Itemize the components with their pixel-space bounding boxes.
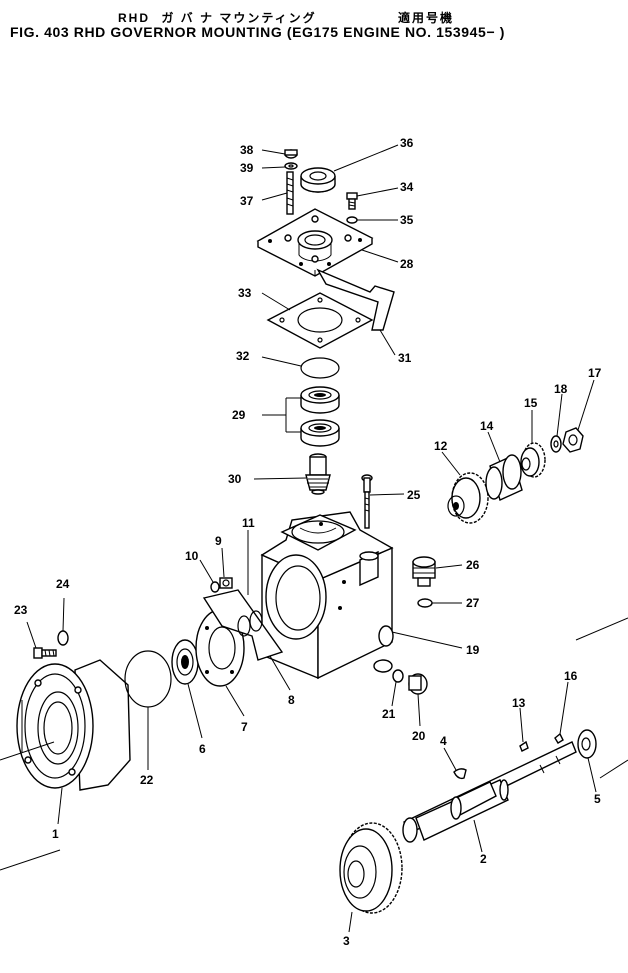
- callout-25: 25: [407, 488, 421, 502]
- callout-9: 9: [215, 534, 222, 548]
- part-3-drive-gear: [339, 822, 403, 914]
- part-16-key: [554, 732, 564, 744]
- part-10-washer: [210, 581, 220, 593]
- callout-1: 1: [52, 827, 59, 841]
- part-9-bolt: [219, 577, 233, 589]
- part-12-bevel-gear: [447, 472, 489, 524]
- part-17-nut: [562, 427, 584, 453]
- callout-24: 24: [56, 577, 70, 591]
- header-kana-title: ガ バ ナ マウンティング: [161, 11, 317, 25]
- part-8-o-rings: [237, 610, 263, 637]
- part-4-key: [453, 768, 467, 780]
- part-11-lock-plate: [202, 589, 284, 661]
- callout-10: 10: [185, 549, 199, 563]
- part-25-pin: [361, 474, 373, 529]
- part-33-gasket: [266, 292, 374, 349]
- part-30-pinion-shaft: [305, 453, 331, 495]
- part-1-flange-housing: [16, 659, 131, 791]
- callout-20: 20: [412, 729, 426, 743]
- callout-4: 4: [440, 734, 447, 748]
- callout-39: 39: [240, 161, 254, 175]
- callout-31: 31: [398, 351, 412, 365]
- part-18-washer: [550, 435, 562, 453]
- part-37-stud: [286, 171, 294, 215]
- part-34-bolt: [346, 192, 358, 210]
- part-29-bearing-lower: [300, 419, 340, 447]
- part-39-washer: [284, 162, 298, 170]
- callout-29: 29: [232, 408, 246, 422]
- callout-3: 3: [343, 934, 350, 948]
- callout-5: 5: [594, 792, 601, 806]
- callout-37: 37: [240, 194, 254, 208]
- figure-title: FIG. 403 RHD GOVERNOR MOUNTING (EG175 EN…: [10, 24, 505, 40]
- header-applicability: 適用号機: [397, 11, 454, 25]
- callout-23: 23: [14, 603, 28, 617]
- callout-34: 34: [400, 180, 414, 194]
- part-38-nut: [284, 149, 298, 159]
- part-24-washer: [57, 630, 69, 646]
- callout-36: 36: [400, 136, 414, 150]
- part-5-nut: [577, 729, 597, 759]
- callout-38: 38: [240, 143, 254, 157]
- callout-18: 18: [554, 382, 568, 396]
- callout-17: 17: [588, 366, 602, 380]
- callout-21: 21: [382, 707, 396, 721]
- callout-11: 11: [242, 516, 255, 530]
- callout-32: 32: [236, 349, 250, 363]
- header-line-1: RHD ガ バ ナ マウンティング 適用号機: [118, 9, 454, 26]
- part-35-washer: [346, 216, 358, 224]
- part-22-o-ring: [124, 650, 172, 708]
- part-13-key: [519, 740, 529, 752]
- part-20-plug: [408, 673, 428, 695]
- callout-13: 13: [512, 696, 526, 710]
- part-26-fitting: [412, 556, 436, 587]
- callout-19: 19: [466, 643, 480, 657]
- header-prefix: RHD: [118, 11, 150, 25]
- part-2-governor-shaft: [402, 741, 577, 843]
- callout-15: 15: [524, 396, 538, 410]
- callout-14: 14: [480, 419, 494, 433]
- callout-35: 35: [400, 213, 414, 227]
- callout-8: 8: [288, 693, 295, 707]
- part-27-washer: [417, 598, 433, 608]
- callout-2: 2: [480, 852, 487, 866]
- callout-33: 33: [238, 286, 252, 300]
- part-31-bracket: [316, 268, 395, 331]
- part-19-governor-housing: [260, 511, 394, 680]
- part-28-cover-plate: [256, 208, 374, 277]
- callout-12: 12: [434, 439, 448, 453]
- callout-16: 16: [564, 669, 578, 683]
- part-32-o-ring: [300, 357, 340, 379]
- callout-30: 30: [228, 472, 242, 486]
- part-6-bearing: [171, 639, 199, 685]
- part-23-bolt: [33, 647, 57, 659]
- part-15-gear: [520, 442, 546, 478]
- callout-26: 26: [466, 558, 480, 572]
- callout-28: 28: [400, 257, 414, 271]
- part-21-washer: [392, 669, 404, 683]
- part-36-cap: [300, 167, 336, 193]
- callout-6: 6: [199, 742, 206, 756]
- part-14-collar: [485, 454, 523, 501]
- callout-27: 27: [466, 596, 480, 610]
- callout-22: 22: [140, 773, 154, 787]
- part-29-bearing-upper: [300, 386, 340, 414]
- callout-7: 7: [241, 720, 248, 734]
